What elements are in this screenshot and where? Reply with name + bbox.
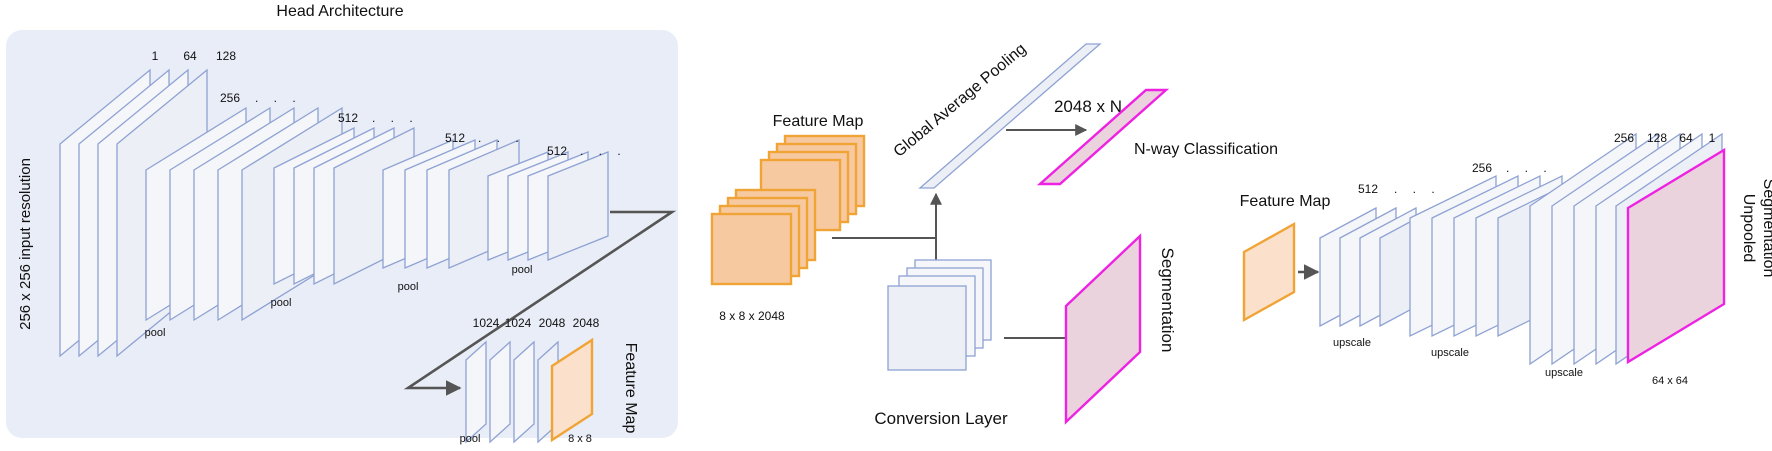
upscale-label: upscale bbox=[1545, 367, 1583, 379]
conv-layer bbox=[547, 151, 609, 261]
decoder-feature-map bbox=[1242, 221, 1296, 323]
encoder-connector-arrow bbox=[403, 210, 677, 396]
channel-label: 2048 bbox=[539, 316, 566, 330]
channel-label: 1024 bbox=[473, 316, 500, 330]
size-label: 64 x 64 bbox=[1652, 375, 1688, 387]
dots: . . . bbox=[1394, 182, 1441, 196]
classification-label: N-way Classification bbox=[1134, 141, 1278, 158]
channel-label: 512 bbox=[445, 131, 465, 145]
upscale-label: upscale bbox=[1431, 347, 1469, 359]
conv-layer bbox=[465, 340, 487, 444]
global-average-pooling-block bbox=[918, 43, 1102, 189]
channel-label: 512 bbox=[338, 111, 358, 125]
pool-label: pool bbox=[398, 281, 419, 293]
feature-map-label: Feature Map bbox=[773, 113, 864, 130]
pool-label: pool bbox=[460, 433, 481, 445]
encoder-lower-stack bbox=[465, 337, 594, 444]
channel-label: 256 bbox=[1614, 131, 1634, 145]
dots: . . . bbox=[580, 144, 627, 158]
feature-size-label: 8 x 8 x 2048 bbox=[719, 309, 785, 323]
conversion-slice bbox=[887, 285, 967, 371]
segmentation-label: Segmentation bbox=[1158, 248, 1177, 353]
unpooled-segmentation-block bbox=[1626, 147, 1726, 365]
channel-label: 512 bbox=[1358, 182, 1378, 196]
dots: . . . bbox=[372, 111, 419, 125]
channel-label: 64 bbox=[1679, 131, 1693, 145]
dots: . . . bbox=[478, 131, 525, 145]
pool-label: pool bbox=[271, 297, 292, 309]
conv-layer bbox=[489, 340, 511, 444]
feature-map-slice bbox=[710, 212, 793, 286]
channel-label: 1 bbox=[152, 49, 159, 63]
feature-map-label: Feature Map bbox=[622, 343, 639, 434]
upscale-label: upscale bbox=[1333, 337, 1371, 349]
channel-label: 256 bbox=[220, 91, 240, 105]
channel-label: 2048 bbox=[573, 316, 600, 330]
channel-label: 128 bbox=[1647, 131, 1667, 145]
conversion-layer-stack bbox=[887, 259, 992, 371]
classification-block bbox=[1036, 88, 1170, 186]
head-title: Head Architecture bbox=[276, 3, 403, 20]
feature-map-stack bbox=[710, 134, 866, 286]
feature-map-block bbox=[550, 337, 594, 443]
channel-label: 512 bbox=[547, 144, 567, 158]
segmentation-block bbox=[1064, 233, 1142, 425]
channel-label: 1 bbox=[1709, 131, 1716, 145]
channel-label: 64 bbox=[183, 49, 197, 63]
channel-label: 1024 bbox=[505, 316, 532, 330]
gap-label: Global Average Pooling bbox=[891, 40, 1030, 160]
conv-layer bbox=[513, 340, 535, 444]
conversion-label: Conversion Layer bbox=[874, 409, 1008, 428]
channel-label: 256 bbox=[1472, 161, 1492, 175]
decoder-stack bbox=[1319, 132, 1726, 366]
dots: . . . bbox=[1506, 161, 1553, 175]
encoder-stack bbox=[59, 68, 609, 358]
dots: . . . bbox=[255, 91, 302, 105]
pool-label: pool bbox=[512, 264, 533, 276]
size-label: 8 x 8 bbox=[568, 433, 592, 445]
channel-label: 128 bbox=[216, 49, 236, 63]
dims-label: 2048 x N bbox=[1054, 97, 1122, 116]
pool-label: pool bbox=[145, 327, 166, 339]
input-resolution-label: 256 x 256 input resolution bbox=[17, 158, 34, 330]
feature-map-label: Feature Map bbox=[1240, 193, 1331, 210]
